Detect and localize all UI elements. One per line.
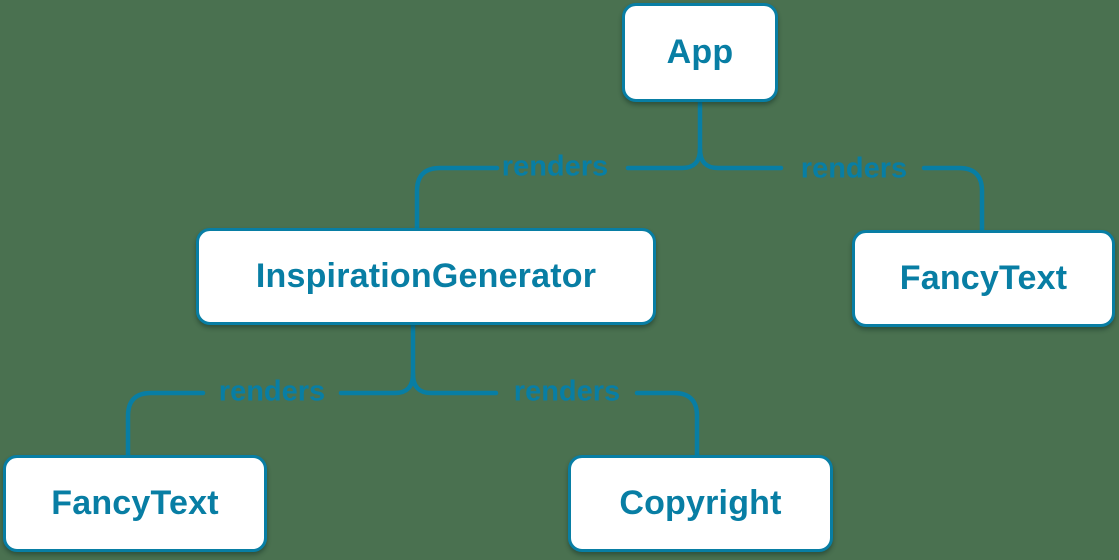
edge-label-inspiration-generator-to-copyright: renders <box>513 375 621 408</box>
edge-label-app-to-inspiration-generator: renders <box>501 150 609 183</box>
edge-app-to-fancy-text <box>697 146 985 233</box>
node-fancy-text-top: FancyText <box>852 230 1115 327</box>
node-copyright: Copyright <box>568 455 833 552</box>
node-fancy-text-top-label: FancyText <box>899 259 1068 297</box>
edge-inspiration-generator-to-copyright <box>410 371 700 458</box>
node-fancy-text-bottom-label: FancyText <box>51 484 219 522</box>
edge-label-inspiration-generator-to-fancy-text: renders <box>218 375 326 408</box>
node-fancy-text-bottom: FancyText <box>3 455 267 552</box>
node-inspiration-generator-label: InspirationGenerator <box>255 257 597 295</box>
node-inspiration-generator: InspirationGenerator <box>196 228 656 325</box>
node-app-label: App <box>666 33 734 71</box>
edge-label-app-to-fancy-text: renders <box>800 152 908 185</box>
node-app: App <box>622 3 778 102</box>
node-copyright-label: Copyright <box>619 484 782 522</box>
